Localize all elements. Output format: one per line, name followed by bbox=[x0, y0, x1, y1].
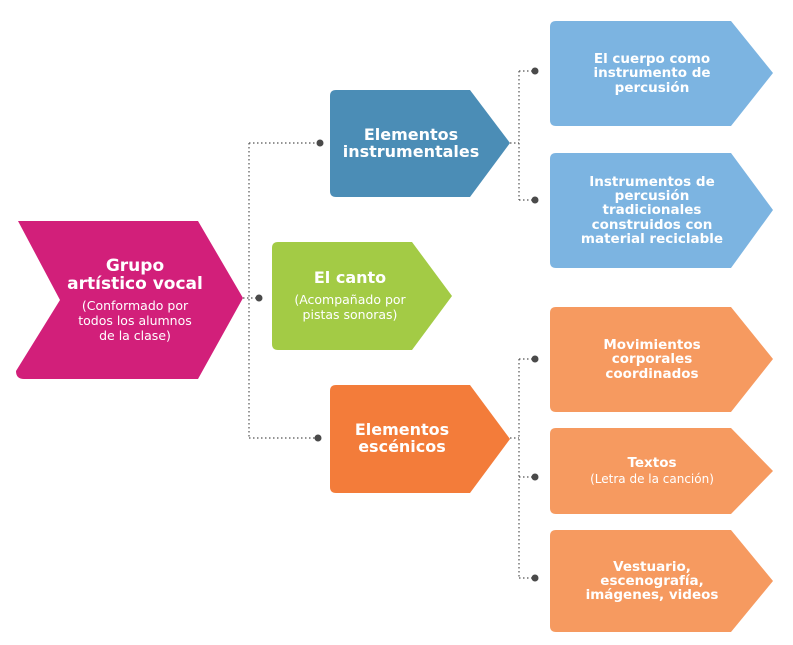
branch-canto: El canto (Acompañado por pistas sonoras) bbox=[274, 244, 426, 348]
branch-escenicos-shape bbox=[330, 385, 510, 493]
branch-escenicos: Elementos escénicos bbox=[332, 387, 472, 491]
leaf-cuerpo: El cuerpo como instrumento de percusión bbox=[552, 23, 752, 124]
connectors bbox=[243, 70, 535, 579]
dot-leaf-cuerpo bbox=[531, 67, 539, 75]
dot-root bbox=[255, 294, 263, 302]
leaf-movimientos: Movimientos corporales coordinados bbox=[552, 309, 752, 410]
branch-canto-subtitle: (Acompañado por pistas sonoras) bbox=[294, 292, 406, 323]
leaf-textos-subtitle: (Letra de la canción) bbox=[590, 471, 714, 486]
dot-leaf-textos bbox=[531, 473, 539, 481]
leaf-vestuario-shape bbox=[550, 530, 773, 632]
branch-instrumentales-shape bbox=[330, 90, 510, 197]
leaf-movimientos-title: Movimientos corporales coordinados bbox=[603, 337, 701, 382]
dot-leaf-instrumentos bbox=[531, 196, 539, 204]
branch-escenicos-title: Elementos escénicos bbox=[354, 420, 450, 456]
leaf-instrumentos: Instrumentos de percusión tradicionales … bbox=[552, 155, 752, 266]
leaf-textos: Textos (Letra de la canción) bbox=[552, 430, 752, 512]
leaf-instrumentos-shape bbox=[550, 153, 773, 268]
root-node: Grupo artístico vocal (Conformado por to… bbox=[60, 228, 210, 373]
root-title: Grupo artístico vocal bbox=[67, 256, 203, 294]
connector-dots bbox=[255, 67, 539, 582]
branch-instrumentales: Elementos instrumentales bbox=[332, 92, 490, 195]
leaf-instrumentos-title: Instrumentos de percusión tradicionales … bbox=[580, 174, 724, 247]
dot-escenicos bbox=[314, 434, 322, 442]
branch-instrumentales-title: Elementos instrumentales bbox=[342, 124, 480, 161]
dot-leaf-vestuario bbox=[531, 574, 539, 582]
branch-canto-title: El canto bbox=[313, 267, 387, 287]
leaf-cuerpo-title: El cuerpo como instrumento de percusión bbox=[593, 51, 711, 96]
leaf-textos-shape bbox=[550, 428, 773, 514]
dot-instrumentales bbox=[316, 139, 324, 147]
dot-leaf-movimientos bbox=[531, 355, 539, 363]
root-node-shape bbox=[16, 221, 243, 379]
leaf-vestuario-title: Vestuario, escenografía, imágenes, video… bbox=[585, 558, 719, 604]
leaf-movimientos-shape bbox=[550, 307, 773, 412]
leaf-textos-title: Textos bbox=[627, 454, 677, 471]
root-subtitle: (Conformado por todos los alumnos de la … bbox=[78, 297, 192, 343]
branch-canto-shape bbox=[272, 242, 452, 350]
leaf-cuerpo-shape bbox=[550, 21, 773, 126]
leaf-vestuario: Vestuario, escenografía, imágenes, video… bbox=[552, 532, 752, 630]
